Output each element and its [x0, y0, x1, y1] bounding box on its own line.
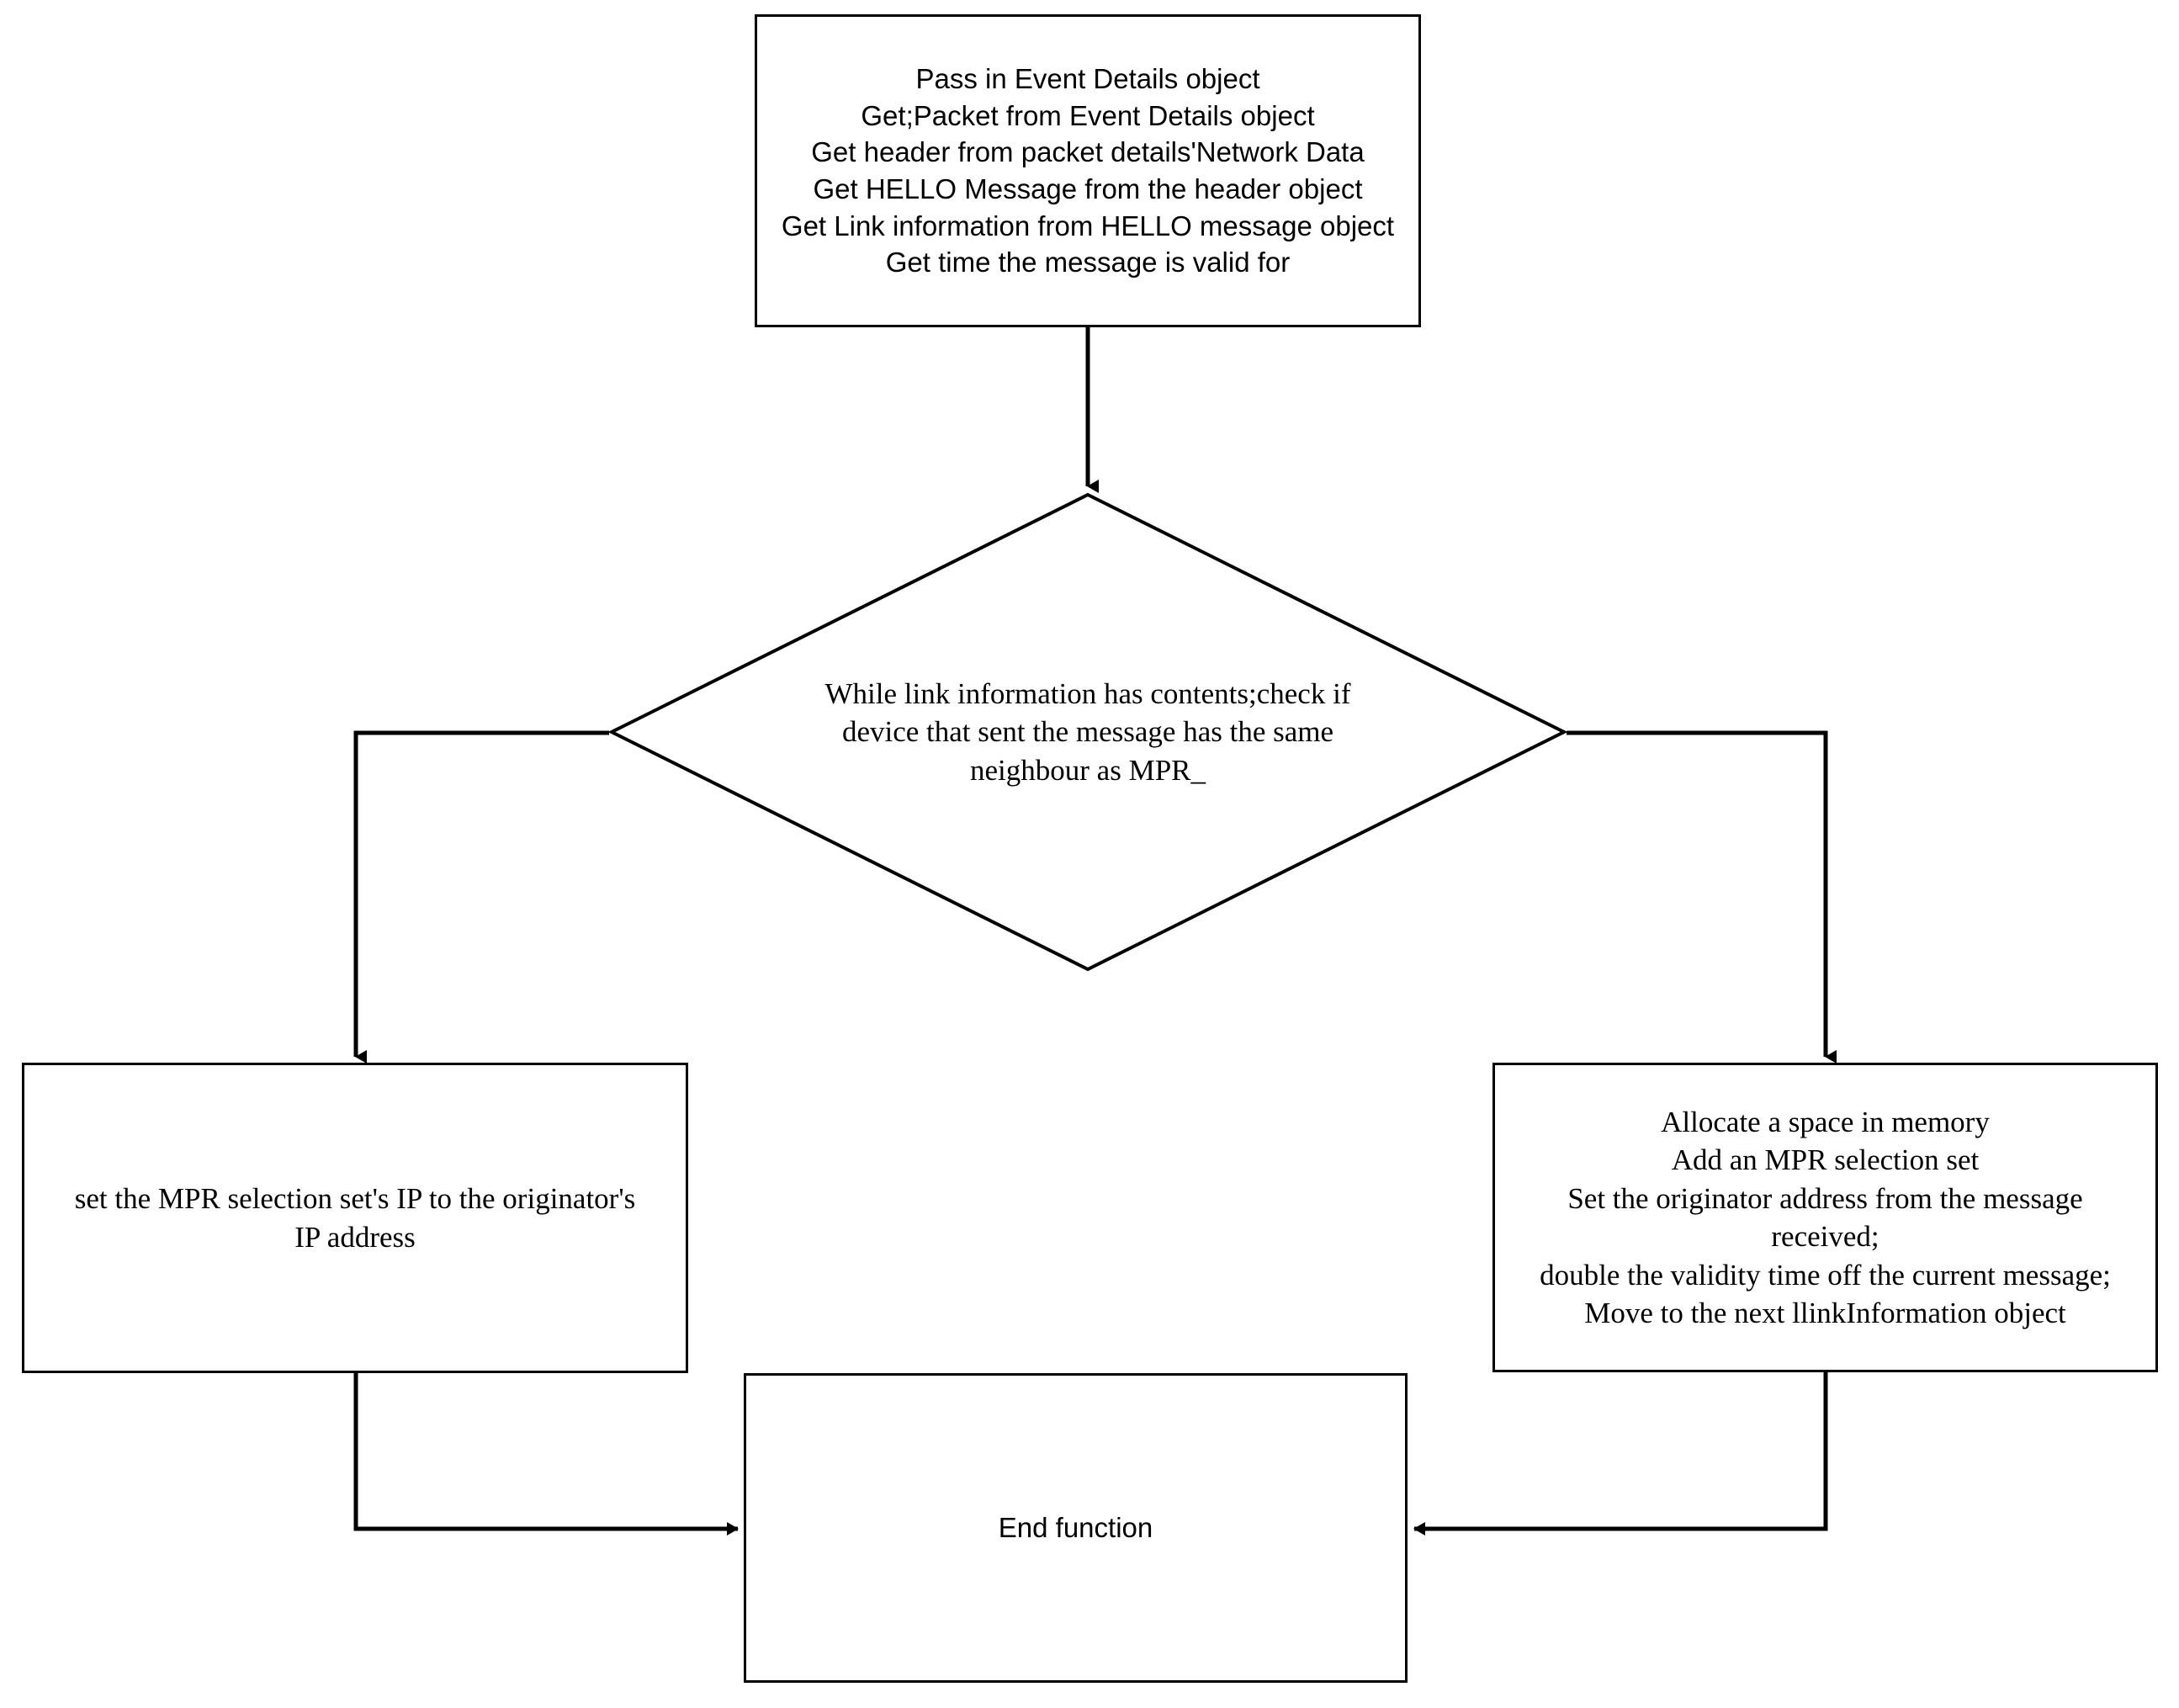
right-action-text: Allocate a space in memory Add an MPR se… — [1540, 1105, 2111, 1330]
left-action-node[interactable]: set the MPR selection set's IP to the or… — [22, 1063, 688, 1373]
end-node[interactable]: End function — [744, 1373, 1408, 1683]
left-action-text: set the MPR selection set's IP to the or… — [74, 1182, 636, 1254]
end-node-text: End function — [998, 1512, 1153, 1544]
decision-node[interactable]: While link information has contents;chec… — [609, 492, 1567, 972]
edge-decision-to-left-action — [353, 730, 609, 1064]
decision-node-text: While link information has contents;chec… — [824, 676, 1351, 787]
right-action-node[interactable]: Allocate a space in memory Add an MPR se… — [1492, 1063, 2158, 1372]
start-process-text: Pass in Event Details object Get;Packet … — [781, 63, 1395, 278]
diamond-shape — [609, 492, 1567, 972]
edge-right-action-to-end — [1413, 1372, 1828, 1536]
start-process-node[interactable]: Pass in Event Details object Get;Packet … — [755, 14, 1421, 327]
edge-decision-to-right-action — [1567, 730, 1837, 1064]
edge-left-action-to-end — [353, 1373, 739, 1536]
